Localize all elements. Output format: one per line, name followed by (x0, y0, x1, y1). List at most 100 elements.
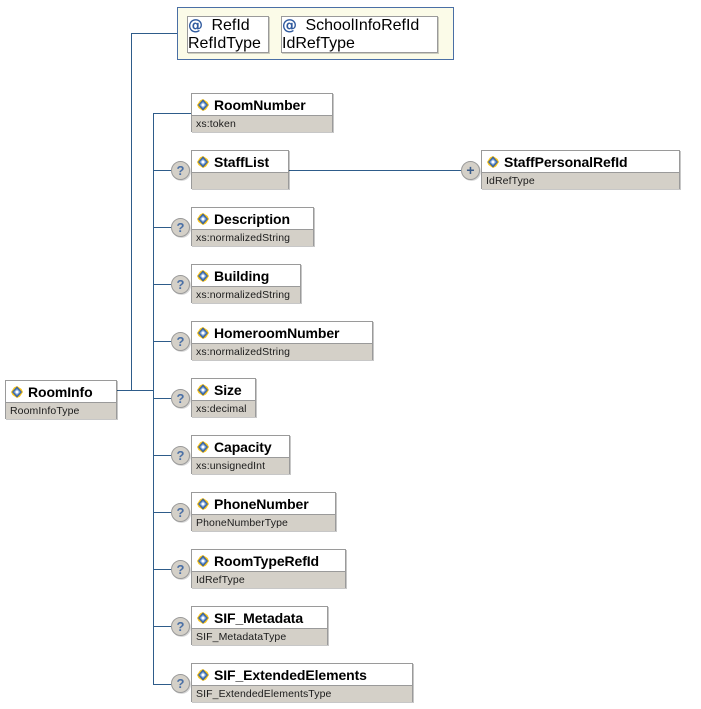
element-icon (196, 440, 210, 454)
connector-child-phonenumber (153, 512, 172, 513)
element-label: StaffList (214, 153, 270, 170)
element-type-label: xs:normalizedString (192, 286, 300, 303)
connector-root-stem (117, 390, 154, 391)
element-name-row: Description (192, 208, 313, 229)
element-type-label: IdRefType (482, 172, 679, 189)
attribute-icon: @ (188, 16, 203, 34)
occurrence-marker-sif-extendedelements[interactable]: ? (171, 674, 190, 693)
attribute-node-refid[interactable]: @ RefId RefIdType (187, 16, 269, 53)
element-icon (196, 98, 210, 112)
element-label: PhoneNumber (214, 495, 309, 512)
connector-child-size (153, 398, 172, 399)
element-name-row: HomeroomNumber (192, 322, 372, 343)
element-label: RoomTypeRefId (214, 552, 319, 569)
element-node-staffpersonalrefid[interactable]: StaffPersonalRefId IdRefType (481, 150, 680, 189)
element-type-label: xs:unsignedInt (192, 457, 289, 474)
element-icon (486, 155, 500, 169)
connector-attribute-riser (131, 33, 132, 391)
element-label: Capacity (214, 438, 272, 455)
element-icon (196, 326, 210, 340)
element-node-sif-metadata[interactable]: SIF_Metadata SIF_MetadataType (191, 606, 328, 645)
element-type-label: xs:decimal (192, 400, 255, 417)
attribute-type-label: IdRefType (282, 35, 355, 52)
occurrence-marker-staffpersonalrefid[interactable]: + (461, 161, 480, 180)
connector-child-capacity (153, 455, 172, 456)
attribute-label: SchoolInfoRefId (305, 17, 420, 34)
attribute-label: RefId (211, 17, 250, 34)
occurrence-marker-roomtyperefid[interactable]: ? (171, 560, 190, 579)
connector-child-roomnumber (153, 113, 191, 114)
element-type-label: xs:token (192, 115, 332, 132)
connector-stafflist-to-staffpersonalrefid (289, 170, 461, 171)
attribute-node-schoolinforefid[interactable]: @ SchoolInfoRefId IdRefType (281, 16, 438, 53)
connector-child-roomtyperefid (153, 569, 172, 570)
element-label: SIF_ExtendedElements (214, 666, 367, 683)
attribute-type-label: RefIdType (188, 35, 261, 52)
element-node-stafflist[interactable]: StaffList (191, 150, 289, 189)
connector-child-description (153, 227, 172, 228)
element-type-label: SIF_MetadataType (192, 628, 327, 645)
element-label: Building (214, 267, 270, 284)
element-icon (196, 269, 210, 283)
element-node-size[interactable]: Size xs:decimal (191, 378, 256, 417)
element-label: Size (214, 381, 242, 398)
element-icon (196, 668, 210, 682)
element-type-label: xs:normalizedString (192, 343, 372, 360)
element-node-roominfo[interactable]: RoomInfo RoomInfoType (5, 380, 117, 419)
element-name-row: StaffList (192, 151, 288, 172)
occurrence-marker-building[interactable]: ? (171, 275, 190, 294)
element-type-label: SIF_ExtendedElementsType (192, 685, 412, 702)
element-node-phonenumber[interactable]: PhoneNumber PhoneNumberType (191, 492, 336, 531)
element-icon (196, 212, 210, 226)
attribute-name-row: @ RefId (188, 17, 268, 35)
element-name-row: StaffPersonalRefId (482, 151, 679, 172)
element-name-row: Capacity (192, 436, 289, 457)
attribute-group-container: @ RefId RefIdType @ SchoolInfoRefId IdRe… (177, 7, 454, 60)
element-name-row: RoomInfo (6, 381, 116, 402)
element-node-roomtyperefid[interactable]: RoomTypeRefId IdRefType (191, 549, 346, 588)
connector-attribute-branch (131, 33, 177, 34)
element-type-label: IdRefType (192, 571, 345, 588)
attribute-icon: @ (282, 16, 297, 34)
element-icon (196, 611, 210, 625)
occurrence-marker-homeroomnumber[interactable]: ? (171, 332, 190, 351)
element-node-roomnumber[interactable]: RoomNumber xs:token (191, 93, 333, 132)
connector-child-building (153, 284, 172, 285)
element-name-row: Size (192, 379, 255, 400)
occurrence-marker-description[interactable]: ? (171, 218, 190, 237)
element-type-label: xs:normalizedString (192, 229, 313, 246)
occurrence-marker-stafflist[interactable]: ? (171, 161, 190, 180)
occurrence-marker-capacity[interactable]: ? (171, 446, 190, 465)
element-icon (196, 554, 210, 568)
element-node-capacity[interactable]: Capacity xs:unsignedInt (191, 435, 290, 474)
element-node-sif-extendedelements[interactable]: SIF_ExtendedElements SIF_ExtendedElement… (191, 663, 413, 702)
element-icon (196, 497, 210, 511)
element-name-row: SIF_Metadata (192, 607, 327, 628)
element-icon (196, 383, 210, 397)
element-label: StaffPersonalRefId (504, 153, 628, 170)
element-node-building[interactable]: Building xs:normalizedString (191, 264, 301, 303)
element-name-row: RoomTypeRefId (192, 550, 345, 571)
element-type-label: RoomInfoType (6, 402, 116, 419)
attribute-name-row: @ SchoolInfoRefId (282, 17, 437, 35)
element-type-label (192, 172, 288, 189)
occurrence-marker-size[interactable]: ? (171, 389, 190, 408)
occurrence-marker-sif-metadata[interactable]: ? (171, 617, 190, 636)
element-label: Description (214, 210, 290, 227)
element-node-homeroomnumber[interactable]: HomeroomNumber xs:normalizedString (191, 321, 373, 360)
connector-child-sif-extendedelements (153, 684, 172, 685)
element-label: RoomInfo (28, 383, 93, 400)
element-name-row: Building (192, 265, 300, 286)
element-node-description[interactable]: Description xs:normalizedString (191, 207, 314, 246)
element-label: RoomNumber (214, 96, 306, 113)
element-icon (196, 155, 210, 169)
connector-child-sif-metadata (153, 626, 172, 627)
element-name-row: PhoneNumber (192, 493, 335, 514)
element-name-row: SIF_ExtendedElements (192, 664, 412, 685)
element-type-label: PhoneNumberType (192, 514, 335, 531)
occurrence-marker-phonenumber[interactable]: ? (171, 503, 190, 522)
element-name-row: RoomNumber (192, 94, 332, 115)
connector-child-stafflist (153, 170, 172, 171)
element-icon (10, 385, 24, 399)
